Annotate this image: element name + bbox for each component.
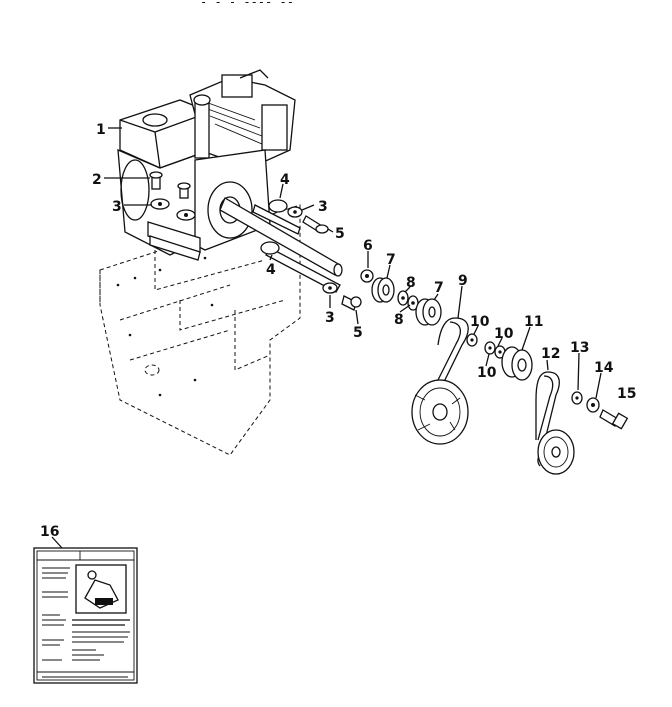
bracket-upper bbox=[252, 199, 301, 235]
washer-6 bbox=[360, 269, 374, 283]
callout-5-lower: 5 bbox=[353, 325, 363, 341]
callout-4-upper: 4 bbox=[280, 172, 290, 188]
callout-labels: 1 2 3 3 3 4 4 5 5 6 7 7 8 8 9 10 10 10 1… bbox=[40, 122, 636, 540]
callout-3-lower: 3 bbox=[325, 310, 335, 326]
callout-2: 2 bbox=[92, 172, 102, 188]
callout-7-lower: 7 bbox=[434, 280, 444, 296]
callout-14: 14 bbox=[594, 360, 614, 376]
callout-10-a: 10 bbox=[470, 314, 490, 330]
belt-9 bbox=[411, 317, 469, 445]
callout-8-upper: 8 bbox=[406, 275, 416, 291]
washer-13 bbox=[571, 391, 583, 405]
bolt-upper bbox=[302, 215, 329, 234]
spacer-8a bbox=[397, 290, 409, 306]
belt-12 bbox=[535, 371, 575, 475]
pulley-11 bbox=[501, 346, 533, 381]
callout-3-upper: 3 bbox=[318, 199, 328, 215]
engine bbox=[117, 69, 296, 261]
header-fragment: - - - ---- -- bbox=[200, 0, 294, 9]
washer-10a bbox=[466, 333, 478, 347]
crankshaft bbox=[219, 197, 343, 277]
callout-11: 11 bbox=[524, 314, 543, 330]
callout-4-lower: 4 bbox=[266, 262, 276, 278]
decal-right-text-lines bbox=[72, 619, 130, 661]
callout-1: 1 bbox=[96, 122, 106, 138]
callout-5-upper: 5 bbox=[335, 226, 345, 242]
washer-upper bbox=[287, 206, 303, 218]
leader-lines bbox=[51, 127, 602, 549]
decal-16 bbox=[33, 547, 138, 684]
callout-15: 15 bbox=[617, 386, 636, 402]
callout-12: 12 bbox=[541, 346, 560, 362]
washer-10b bbox=[484, 341, 496, 355]
callout-9: 9 bbox=[458, 273, 468, 289]
bolt-lower bbox=[341, 295, 362, 311]
bolt-15 bbox=[599, 409, 629, 430]
callout-10-b: 10 bbox=[494, 326, 514, 342]
callout-6: 6 bbox=[363, 238, 373, 254]
callout-3-engine: 3 bbox=[112, 199, 122, 215]
callout-10-c: 10 bbox=[477, 365, 497, 381]
pulley-7b bbox=[415, 298, 442, 326]
callout-16: 16 bbox=[40, 524, 59, 540]
callout-7-upper: 7 bbox=[386, 252, 396, 268]
callout-13: 13 bbox=[570, 340, 589, 356]
callout-8-lower: 8 bbox=[394, 312, 404, 328]
decal-left-text-lines bbox=[42, 567, 70, 661]
washer-14 bbox=[586, 397, 600, 413]
spacer-8b bbox=[407, 295, 419, 311]
bracket-lower bbox=[260, 241, 341, 293]
pulley-7a bbox=[371, 277, 395, 303]
washer-lower bbox=[322, 282, 338, 294]
